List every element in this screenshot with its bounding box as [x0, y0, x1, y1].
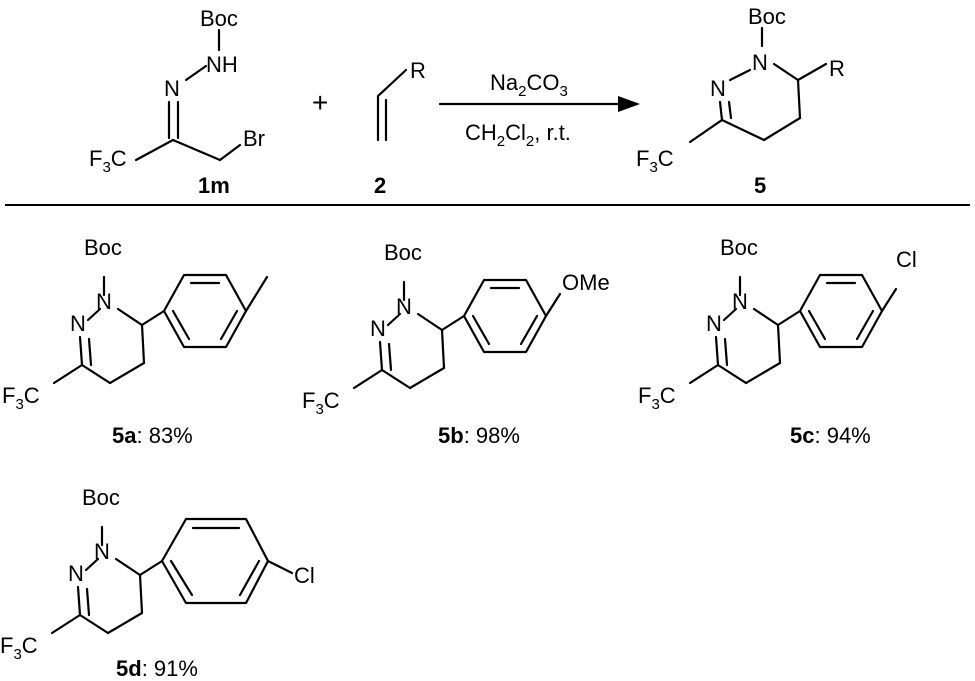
ring-n1-label: N [396, 294, 412, 319]
boc-label: Boc [84, 235, 122, 260]
product-5: Boc N N R F3C 5 [636, 4, 845, 198]
chloro-label: Cl [896, 247, 917, 272]
condition-solvent: CH2Cl2, r.t. [465, 120, 571, 150]
ring-n2-label: N [710, 76, 726, 101]
boc-label: Boc [384, 240, 422, 265]
boc-label: Boc [82, 485, 120, 510]
example-caption: 5b: 98% [438, 423, 520, 448]
boc-label: Boc [200, 6, 238, 31]
imine-n-label: N [164, 76, 180, 101]
compound-label-5: 5 [754, 173, 766, 198]
compound-label-2: 2 [374, 173, 386, 198]
ring-n1-label: N [752, 50, 768, 75]
cf3-label: F3C [636, 146, 674, 176]
boc-label: Boc [748, 4, 786, 29]
reaction-arrow: Na2CO3 CH2Cl2, r.t. [438, 70, 640, 150]
ring-n2-label: N [68, 561, 84, 586]
example-caption: 5c: 94% [790, 423, 871, 448]
ring-n1-label: N [96, 289, 112, 314]
ring-n1-label: N [732, 289, 748, 314]
example-caption: 5a: 83% [112, 423, 193, 448]
cf3-label: F3C [0, 633, 38, 663]
condition-reagent: Na2CO3 [490, 70, 568, 100]
compound-label-1m: 1m [198, 173, 230, 198]
boc-label: Boc [720, 235, 758, 260]
r-group-label: R [410, 58, 426, 83]
cf3-label: F3C [302, 388, 340, 418]
cf3-label: F3C [89, 146, 127, 176]
ring-n2-label: N [706, 311, 722, 336]
example-caption: 5d: 91% [116, 656, 198, 681]
example-5c: Cl Boc N N F3C 5c: 94% [638, 235, 917, 448]
methoxy-label: OMe [562, 270, 610, 295]
ring-n1-label: N [94, 539, 110, 564]
cf3-label: F3C [2, 383, 40, 413]
r-group-label: R [829, 56, 845, 81]
cf3-label: F3C [638, 383, 676, 413]
example-5b: OMe Boc N N F3C 5b: 98% [302, 240, 610, 448]
reactant-1m: Boc NH N Br F3C 1m [89, 6, 265, 198]
example-5d: Cl Boc N N F3C 5d: 91% [0, 485, 315, 681]
nh-label: NH [206, 52, 238, 77]
example-5a: Boc N N F3C 5a: 83% [2, 235, 269, 448]
ring-n2-label: N [70, 311, 86, 336]
ring-n2-label: N [370, 316, 386, 341]
plus-sign: + [312, 87, 328, 118]
reactant-2: R 2 [374, 58, 426, 198]
bromine-label: Br [243, 126, 265, 151]
chloro-label: Cl [294, 563, 315, 588]
